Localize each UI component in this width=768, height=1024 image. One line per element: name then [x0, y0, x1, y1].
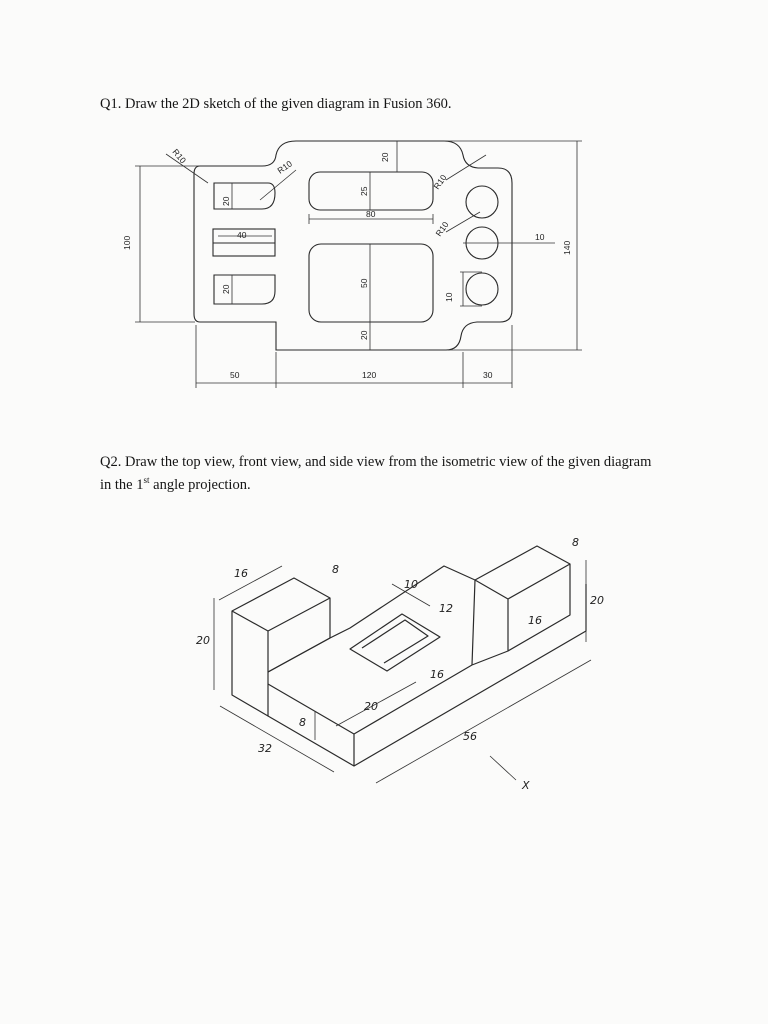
dim-base-mid: 120: [362, 370, 376, 380]
dim-upper-pocket-h: 25: [359, 186, 369, 196]
iso-hole: [349, 613, 441, 672]
dim-slot-h1: 20: [221, 196, 231, 206]
iso-dim-right-h: 20: [590, 594, 604, 607]
iso-left-block: [231, 577, 331, 717]
sketch-lower-pocket: [308, 243, 434, 323]
dim-base-right: 30: [483, 370, 493, 380]
dim-top-gap: 20: [380, 152, 390, 162]
sketch-upper-pocket: [308, 171, 434, 211]
sketch-slot-top: [213, 182, 276, 210]
iso-dim-hole-offset: 10: [404, 578, 418, 591]
question-2-ordinal-suffix: st: [143, 475, 150, 485]
dim-slot-h2: 20: [221, 284, 231, 294]
iso-dim-hole-w: 12: [439, 602, 453, 615]
iso-dim-left-block-w: 16: [234, 567, 248, 580]
sketch-slot-bottom: [213, 274, 276, 305]
iso-dim-length: 56: [463, 730, 477, 743]
sketch-circle-3: [465, 272, 499, 306]
question-2-line2-pre: in the 1: [100, 476, 144, 493]
iso-dim-right-block-w: 16: [528, 614, 542, 627]
iso-dim-left-h: 20: [196, 634, 210, 647]
dim-lower-pocket-h: 50: [359, 278, 369, 288]
iso-dim-base-d: 32: [258, 742, 272, 755]
dim-overall-h-right: 140: [562, 241, 572, 255]
question-2-line1: Q2. Draw the top view, front view, and s…: [100, 454, 652, 470]
dim-base-left: 50: [230, 370, 240, 380]
iso-view-arrow-label: X: [521, 779, 530, 792]
dim-circle-dia: 10: [535, 232, 545, 242]
dim-bottom-gap: 20: [359, 330, 369, 340]
iso-dim-left-block-d: 8: [332, 563, 339, 576]
question-2-line2-post: angle projection.: [149, 476, 251, 493]
iso-dim-hole-d: 16: [430, 668, 444, 681]
iso-dim-right-top: 8: [572, 536, 579, 549]
dim-slot-w: 40: [237, 230, 247, 240]
iso-base: [267, 565, 587, 767]
dim-overall-h-left: 100: [122, 236, 132, 250]
dim-upper-pocket-w: 80: [366, 209, 376, 219]
dim-circle-pitch: 10: [444, 292, 454, 302]
iso-dim-base-h: 8: [299, 716, 306, 729]
question-2: Q2. Draw the top view, front view, and s…: [100, 453, 710, 494]
sketch-outer-profile: [193, 140, 513, 351]
iso-dim-hole-front: 20: [364, 700, 378, 713]
sketch-circle-1: [465, 185, 499, 219]
question-1: Q1. Draw the 2D sketch of the given diag…: [100, 96, 452, 112]
iso-right-block: [471, 545, 571, 666]
